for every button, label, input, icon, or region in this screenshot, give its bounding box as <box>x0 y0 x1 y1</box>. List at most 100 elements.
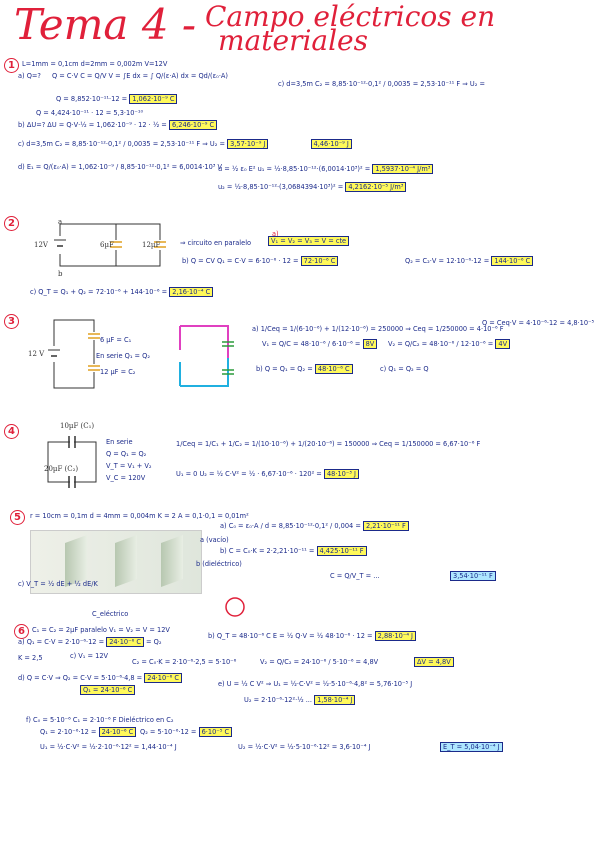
s6-d-result2: Q₁ = 24·10⁻⁶ C <box>80 685 136 695</box>
s3-b: b) Q = Q₁ = Q₂ = 48·10⁻⁶ C <box>256 364 353 374</box>
s6-c-eq: c) V₁ = 12V <box>70 652 109 660</box>
s1-b: b) ΔU=? ΔU = Q·V·½ = 1,062·10⁻⁹ · 12 · ½… <box>18 120 218 130</box>
title-line1: Tema 4 - <box>14 0 197 49</box>
s3-a-v1: V₁ = Q/C = 48·10⁻⁶ / 6·10⁻⁶ = 8V <box>262 339 378 349</box>
s5-b-eq: b) C = C₀·K = 2·2,21·10⁻¹¹ = <box>220 547 315 555</box>
s2-voltage-label: 12V <box>34 241 48 249</box>
s1-d-line2: u₂ = ½·8,85·10⁻¹²·(3,0684394·10³)² = 4,2… <box>218 182 407 192</box>
s3-colored-circuit <box>179 325 234 387</box>
s6-e-eq2: U₂ = 2·10⁻⁶·12²·½ ... <box>244 696 312 704</box>
s5-a: a) C₀ = ε₀·A / d = 8,85·10⁻¹²·0,1² / 0,0… <box>220 521 409 531</box>
s6-b-result: 2,88·10⁻⁴ J <box>374 631 417 641</box>
s6-header: C₁ = C₂ = 2µF paralelo V₁ = V₂ = V = 12V <box>32 626 170 634</box>
s6-a-tail: = Q₂ <box>146 638 162 646</box>
s6-f-u1: U₁ = ½·C·V² = ½·2·10⁻⁶·12² = 1,44·10⁻⁴ J <box>40 743 177 751</box>
s6-f-q2: Q₂ = 5·10⁻⁶·12 = 6·10⁻⁵ C <box>140 727 233 737</box>
s5-img-label-b: b (dieléctrico) <box>196 560 242 568</box>
section-6-number: 6 <box>14 624 29 639</box>
s2-a-result-wrap: V₁ = V₂ = V₃ = V = cte <box>268 236 350 246</box>
s2-b-eq2: Q₂ = C₂·V = 12·10⁻⁶·12 = <box>405 257 490 265</box>
s3-circuit-diagram <box>48 319 100 389</box>
s4-eq1: 1/Ceq = 1/C₁ + 1/C₂ = 1/(10·10⁻⁶) + 1/(2… <box>176 440 481 448</box>
s1-d-result2: 4,2162·10⁻⁵ J/m³ <box>345 182 407 192</box>
s4-c2-label: 20µF (C₂) <box>44 465 79 473</box>
s1-d-line2-text: u₂ = ½·8,85·10⁻¹²·(3,0684394·10³)² = <box>218 183 344 191</box>
s6-a-eq: a) Q₁ = C·V = 2·10⁻⁶·12 = <box>18 638 105 646</box>
s1-a-result: 1,062·10⁻⁹ C <box>129 94 178 104</box>
s4-circuit-diagram <box>47 436 97 488</box>
s4-result: 48·10⁻³ J <box>323 469 359 479</box>
s5-c-result-wrap: 3,54·10⁻¹¹ F <box>450 571 496 581</box>
s6-f-result: E_T = 5,04·10⁻⁴ J <box>440 742 503 752</box>
s1-c: c) d=3,5m C₂ = 8,85·10⁻¹²·0,1² / 0,0035 … <box>18 139 352 149</box>
s5-a-eq: a) C₀ = ε₀·A / d = 8,85·10⁻¹²·0,1² / 0,0… <box>220 522 361 530</box>
s5-header: r = 10cm = 0,1m d = 4mm = 0,004m K = 2 A… <box>30 512 249 520</box>
s6-f-eq: f) C₀ = 5·10⁻⁶ C₁ = 2·10⁻⁶ F Dieléctrico… <box>26 716 174 724</box>
s2-b: b) Q = CV Q₁ = C·V = 6·10⁻⁶ · 12 = 72·10… <box>182 256 339 266</box>
s4-eq2-text: U₁ = 0 U₂ = ½ C·V² = ½ · 6,67·10⁻⁶ · 120… <box>176 470 322 478</box>
s3-a-v1-result: 8V <box>362 339 378 349</box>
s6-f-result-wrap: E_T = 5,04·10⁻⁴ J <box>440 742 503 752</box>
title-line2: Campo eléctricos en <box>205 0 496 33</box>
s1-d-u: u = ½ ε₀ E² u₁ = ½·8,85·10⁻¹²·(6,0014·10… <box>218 164 434 174</box>
s2-c: c) Q_T = Q₁ + Q₂ = 72·10⁻⁶ + 144·10⁻⁶ = … <box>30 287 214 297</box>
s3-c1-label: 6 µF = C₁ <box>100 336 132 344</box>
s6-d: d) Q = C·V ⇒ Q₂ = C·V = 5·10⁻⁶·4,8 = 24·… <box>18 673 182 683</box>
s4-note-3: V_C = 120V <box>106 474 146 482</box>
s6-e2: U₂ = 2·10⁻⁶·12²·½ ... 1,58·10⁻⁴ J <box>244 695 356 705</box>
s3-a-q: Q = Ceq·V = 4·10⁻⁶·12 = 4,8·10⁻⁵ C <box>482 319 596 327</box>
s6-c-eq2: C₂ = C₀·K = 2·10⁻⁶·2,5 = 5·10⁻⁶ <box>132 658 237 666</box>
s3-a-v2-text: V₂ = Q/C₂ = 48·10⁻⁶ / 12·10⁻⁶ = <box>388 340 494 348</box>
s6-e-eq: e) U = ½ C V² ⇒ U₁ = ½·C·V² = ½·5·10⁻⁶·4… <box>218 680 413 688</box>
s5-c-result: 3,54·10⁻¹¹ F <box>450 571 496 581</box>
s4-c1-label: 10µF (C₁) <box>60 422 95 430</box>
s2-a-label: a) <box>272 230 279 238</box>
s4-note-1: Q = Q₁ = Q₂ <box>106 450 147 458</box>
s4-note-2: V_T = V₁ + V₂ <box>106 462 152 470</box>
s1-d-eq: d) E₁ = Q/(ε₀·A) = 1,062·10⁻⁹ / 8,85·10⁻… <box>18 163 223 171</box>
s2-c1-label: 6µF <box>100 241 114 249</box>
s2-b-eq: b) Q = CV Q₁ = C·V = 6·10⁻⁶ · 12 = <box>182 257 299 265</box>
s6-f-q1-text: Q₁ = 2·10⁻⁶·12 = <box>40 728 97 736</box>
s3-a-v1-text: V₁ = Q/C = 48·10⁻⁶ / 6·10⁻⁶ = <box>262 340 361 348</box>
section-1-number: 1 <box>4 58 19 73</box>
s6-f-q2-result: 6·10⁻⁵ C <box>198 727 233 737</box>
s5-b: b) C = C₀·K = 2·2,21·10⁻¹¹ = 4,425·10⁻¹¹… <box>220 546 367 556</box>
s6-e-result: 1,58·10⁻⁴ J <box>314 695 356 705</box>
s1-b-eq: b) ΔU=? ΔU = Q·V·½ = 1,062·10⁻⁹ · 12 · ½… <box>18 121 167 129</box>
s1-d-result: 1,5937·10⁻⁴ J/m³ <box>372 164 434 174</box>
s6-f-q2-text: Q₂ = 5·10⁻⁶·12 = <box>140 728 197 736</box>
s5-c-eq: c) V_T = ½ dE + ½ dE/K <box>18 580 98 588</box>
section-3-number: 3 <box>4 314 19 329</box>
s6-c-eq3: V₂ = Q/C₂ = 24·10⁻⁶ / 5·10⁻⁶ = 4,8V <box>260 658 379 666</box>
s6-d-result: 24·10⁻⁶ C <box>144 673 182 683</box>
s3-b-eq: b) Q = Q₁ = Q₂ = <box>256 365 313 373</box>
s6-b-eq: b) Q_T = 48·10⁻⁶ C E = ½ Q·V = ½ 48·10⁻⁶… <box>208 632 373 640</box>
section-5-number: 5 <box>10 510 25 525</box>
s5-c-label: C_eléctrico <box>92 610 129 618</box>
s2-c2-label: 12µF <box>142 241 161 249</box>
s2-c-result: 2,16·10⁻⁴ C <box>169 287 214 297</box>
s6-d2-wrap: Q₁ = 24·10⁻⁶ C <box>80 685 136 695</box>
s6-a-result: 24·10⁻⁶ C <box>106 637 144 647</box>
s4-eq2: U₁ = 0 U₂ = ½ C·V² = ½ · 6,67·10⁻⁶ · 120… <box>176 469 359 479</box>
s3-c-eq: c) Q₁ = Q₂ = Q <box>380 365 429 373</box>
section-2-number: 2 <box>4 216 19 231</box>
s1-a-calc2: Q = 4,424·10⁻¹¹ · 12 = 5,3·10⁻¹⁰ <box>36 109 144 117</box>
s5-img-label-a: a (vacío) <box>200 536 229 544</box>
s5-a-result: 2,21·10⁻¹¹ F <box>362 521 409 531</box>
s6-f-q1-result: 24·10⁻⁶ C <box>98 727 137 737</box>
s3-a-v2-result: 4V <box>495 339 511 349</box>
s2-b-result2: 144·10⁻⁶ C <box>491 256 534 266</box>
section-4-number: 4 <box>4 424 19 439</box>
s1-c-result: 3,57·10⁻⁹ J <box>227 139 269 149</box>
s5-c-eq2: C = Q/V_T = ... <box>330 572 380 580</box>
s3-c2-label: 12 µF = C₂ <box>100 368 136 376</box>
s5-b-result: 4,425·10⁻¹¹ F <box>316 546 367 556</box>
s2-b2: Q₂ = C₂·V = 12·10⁻⁶·12 = 144·10⁻⁶ C <box>405 256 534 266</box>
s3-a-v2: V₂ = Q/C₂ = 48·10⁻⁶ / 12·10⁻⁶ = 4V <box>388 339 511 349</box>
s1-header: L=1mm = 0,1cm d=2mm = 0,002m V=12V <box>22 60 168 68</box>
s6-d-eq: d) Q = C·V ⇒ Q₂ = C·V = 5·10⁻⁶·4,8 = <box>18 674 143 682</box>
s1-d-u-text: u = ½ ε₀ E² u₁ = ½·8,85·10⁻¹²·(6,0014·10… <box>218 165 371 173</box>
s2-node-a: a <box>58 218 63 226</box>
